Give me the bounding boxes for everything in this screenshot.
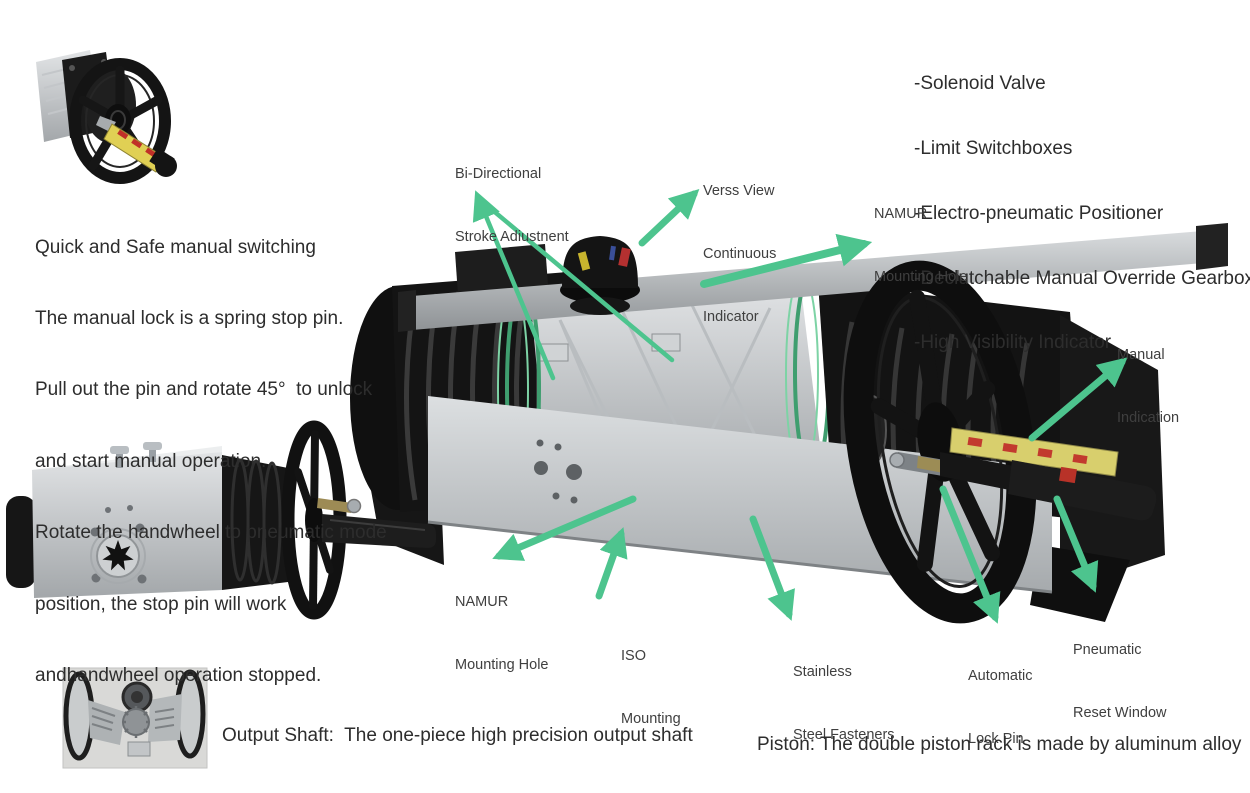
- manual-switching-paragraph: Quick and Safe manual switching The manu…: [35, 188, 387, 735]
- callout-line: ISO: [621, 648, 646, 664]
- arrow-manual-indication: [1028, 357, 1128, 442]
- arrow-bi-directional-2: [481, 200, 675, 363]
- arrow-bi-directional-1: [472, 190, 556, 381]
- callout-line: Pneumatic: [1073, 642, 1142, 658]
- callout-arrows: [472, 188, 1128, 624]
- actuator-diagram: [350, 223, 1228, 624]
- callout-pneumatic-reset: Pneumatic Reset Window: [1073, 598, 1166, 766]
- left-cap: [6, 496, 36, 588]
- output-shaft-photo: [62, 667, 208, 769]
- accessory-item: -High Visibility Indicator: [914, 332, 1112, 354]
- callout-line: Continuous: [703, 246, 777, 262]
- callout-bi-directional: Bi-Directional Stroke Adiustnent: [455, 122, 569, 290]
- air-fittings: [110, 442, 162, 468]
- callout-line: NAMUR: [874, 206, 928, 222]
- intro-line: Rotate the handwheel to pneumatic mode: [35, 522, 387, 544]
- left-rack: [88, 700, 125, 745]
- piston-paragraph: Piston: The double piston rack is made b…: [757, 684, 1245, 793]
- main-handwheel-rim: [843, 260, 1037, 624]
- callout-verss-view: Verss View Continuous Indicator: [703, 139, 776, 370]
- callout-line: Reset Window: [1073, 705, 1167, 721]
- pneumatic-reset-window-part: [1059, 466, 1077, 484]
- photo-lock-pin: [317, 498, 352, 513]
- callout-line: Mounting: [621, 711, 681, 727]
- callout-line: Steel Fasteners: [793, 727, 895, 743]
- callout-line: Bi-Directional: [455, 166, 542, 182]
- intro-line: Quick and Safe manual switching: [35, 236, 316, 258]
- output-shaft-star-hole: [102, 540, 134, 571]
- callout-line: Automatic: [968, 668, 1033, 684]
- intro-line: Pull out the pin and rotate 45° to unloc…: [35, 379, 373, 401]
- intro-line: position, the stop pin will work: [35, 593, 287, 615]
- accessories-list: -Solenoid Valve -Limit Switchboxes -Elec…: [914, 30, 1250, 397]
- callout-iso-mounting: ISO Mounting: [621, 604, 681, 772]
- arrow-namur-bottom: [492, 495, 637, 561]
- callout-line: Mounting Hole: [874, 269, 968, 285]
- handle-grip: [1008, 460, 1157, 521]
- intro-line: and start manual operation.: [35, 450, 267, 472]
- intro-line: andhandwheel operation stopped.: [35, 664, 322, 686]
- arrow-pneumatic-reset: [1053, 495, 1099, 593]
- callout-line: Indicator: [703, 309, 759, 325]
- callout-automatic-lock-pin: Automatic Lock Pin: [968, 624, 1032, 792]
- actuator-photo: [6, 420, 436, 620]
- callout-line: Manual: [1117, 347, 1165, 363]
- output-shaft-line: Output Shaft: The one-piece high precisi…: [222, 724, 693, 746]
- arrow-iso-mounting: [595, 527, 628, 600]
- callout-line: Indication: [1117, 410, 1180, 426]
- callout-stainless-fasteners: Stainless Steel Fasteners: [793, 620, 895, 788]
- callout-line: Lock Pin: [968, 731, 1024, 747]
- callout-line: NAMUR: [455, 594, 509, 610]
- arrow-namur-top: [700, 233, 873, 288]
- callout-line: Mounting Hole: [455, 657, 549, 673]
- accessory-item: -Electro-pneumatic Positioner: [914, 202, 1164, 224]
- output-shaft-paragraph: Output Shaft: The one-piece high precisi…: [222, 675, 694, 793]
- yellow-indicator-handle: [103, 123, 165, 173]
- gear-module: [222, 455, 288, 590]
- mounting-holes: [534, 439, 582, 504]
- arrow-stainless-fasteners: [749, 515, 795, 621]
- handwheel-photo: [36, 50, 177, 184]
- accessory-item: -Limit Switchboxes: [914, 137, 1073, 159]
- piston-line: Piston: The double piston rack is made b…: [757, 733, 1242, 755]
- arrow-automatic-lock-pin: [939, 485, 1001, 624]
- actuator-body: [32, 452, 222, 598]
- callout-namur-bottom: NAMUR Mounting Hole: [455, 550, 549, 718]
- accessory-item: -Solenoid Valve: [914, 73, 1046, 95]
- handwheel-rim: [69, 58, 171, 184]
- callout-namur-top: NAMUR Mounting Hole: [874, 162, 968, 330]
- yellow-indicator-strip: [949, 427, 1119, 477]
- intro-line: The manual lock is a spring stop pin.: [35, 307, 344, 329]
- callout-manual-indication: Manual Indication: [1117, 303, 1179, 471]
- manual-indicator-shaft: [940, 427, 1157, 521]
- arrow-verss-view: [638, 188, 700, 247]
- callout-line: Verss View: [703, 183, 775, 199]
- accessory-item: -Declutchable Manual Override Gearbox: [914, 267, 1250, 289]
- callout-line: Stainless: [793, 664, 852, 680]
- callout-line: Stroke Adiustnent: [455, 229, 569, 245]
